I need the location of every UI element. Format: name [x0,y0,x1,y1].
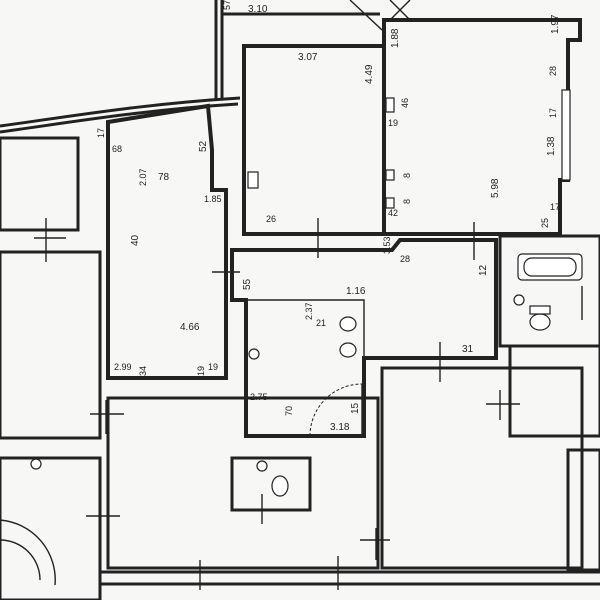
dim-label: 1.16 [346,286,366,297]
dim-label: 2.75 [250,392,268,402]
toilet-icon-4 [271,475,289,497]
dim-label: 3.10 [248,4,268,15]
dim-label: 19 [208,362,218,372]
sink-icon-2 [248,348,260,360]
dim-label: 3.07 [298,52,318,63]
dimension-labels: 3.10 57 3.07 4.49 1.88 1.97 28 46 19 17 … [96,0,561,433]
room-left-walls [106,103,228,380]
balcony-x2 [389,0,411,21]
radiator-icon-3 [385,169,395,181]
dim-label: 25 [540,218,550,228]
dim-label: 28 [400,254,410,264]
dim-label: 46 [400,98,410,108]
fixtures [30,89,583,497]
dim-label: 2.07 [138,168,148,186]
radiator-icon-4 [385,197,395,209]
dim-label: 31 [462,344,474,355]
door-swing-bath [309,383,363,437]
dim-label: 17 [96,128,106,138]
dim-label: 52 [198,140,209,152]
dim-label: 42 [388,208,398,218]
doors [309,383,363,437]
dim-label: 70 [284,406,294,416]
balcony-diagonal [349,0,383,31]
neighbor-bath-right [498,234,600,348]
dim-label: 2.99 [114,362,132,372]
stair-arc-2 [0,519,56,586]
neighbor-room-left [0,250,102,440]
neighbor-room-left-bottom [0,456,102,600]
dim-label: 55 [242,278,253,290]
toilet-icon-3 [339,342,357,358]
bathtub-basin-icon [523,257,577,277]
dim-label: 15 [350,402,361,414]
dim-label: 8 [402,199,412,204]
dim-label: 4.49 [364,64,375,84]
dim-label: 3.18 [330,422,350,433]
dim-label: 19 [388,118,398,128]
dim-label: 40 [130,234,141,246]
radiator-icon-2 [385,97,395,113]
dim-label: 5.98 [490,178,501,198]
neighbor-room-bottom [106,396,380,570]
toilet-icon [529,313,551,331]
dim-label: 17 [548,108,558,118]
dim-label: 78 [158,172,170,183]
dim-label: 17 [550,202,560,212]
neighbor-room-left-top [0,136,80,232]
dim-label: 21 [316,318,326,328]
dim-label: 1.97 [550,14,561,34]
stair-arc [0,539,41,581]
dim-label: 1.88 [390,28,401,48]
toilet-icon-2 [339,316,357,332]
dim-label: 3.53 [382,236,392,254]
dim-label: 34 [138,366,148,376]
dim-label: 1.85 [204,194,222,204]
sink-icon-4 [30,458,42,470]
toilet-tank-icon [529,305,551,315]
radiator-icon [247,171,259,189]
neighbor-shaft-right [566,448,600,572]
room-center-top-walls [242,44,386,236]
bath-partition [246,299,365,358]
curved-wall [0,96,241,128]
neighbor-bath-bottom [230,456,312,512]
window-niche-icon [561,89,571,181]
dim-label: 26 [266,214,276,224]
sink-icon [513,294,525,306]
dim-label: 2.37 [304,302,314,320]
axis-ticks [34,218,583,590]
neighbor-room-right [508,344,600,438]
dim-label: 8 [402,173,412,178]
dim-label: 28 [548,66,558,76]
dim-label: 4.66 [180,322,200,333]
dim-label: 68 [112,144,122,154]
sink-icon-3 [256,460,268,472]
dim-label: 12 [478,264,489,276]
dim-label: 57 [222,0,232,10]
dim-label: 19 [196,366,206,376]
dim-label: 1.38 [546,136,557,156]
neighbor-room-bottom-right [380,366,584,570]
